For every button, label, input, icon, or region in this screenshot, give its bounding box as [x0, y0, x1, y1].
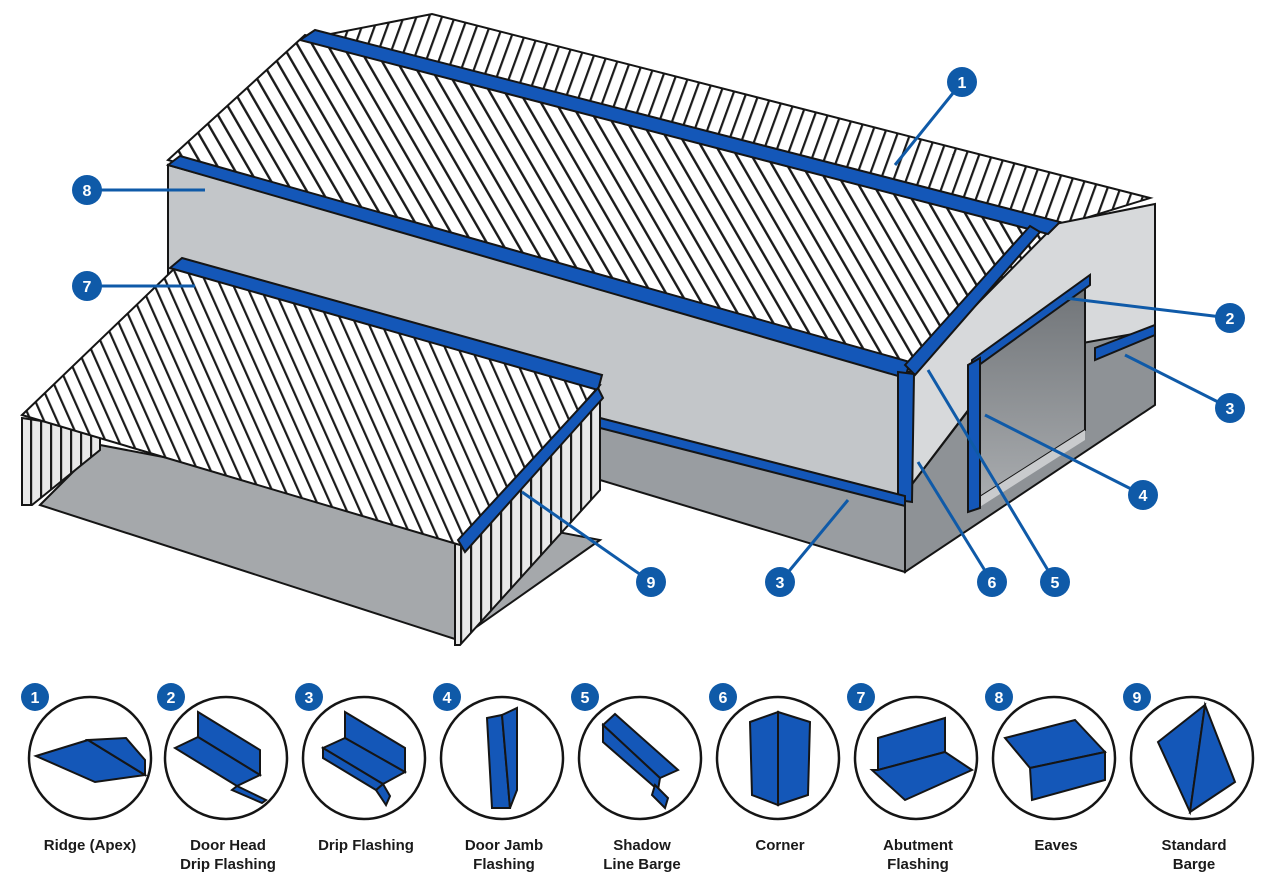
- door-jamb-flashing: [967, 356, 981, 514]
- callout-badge: 3: [1215, 393, 1245, 423]
- legend-label-standard-barge: Standard Barge: [1161, 837, 1227, 873]
- svg-text:7: 7: [857, 690, 866, 707]
- corner-flashing: [897, 370, 916, 504]
- legend-label-eaves: Eaves: [1034, 837, 1078, 854]
- callout-badge: 6: [977, 567, 1007, 597]
- legend-badge: 6: [709, 683, 737, 711]
- callout-badge: 1: [947, 67, 977, 97]
- legend-label-ridge-apex: Ridge (Apex): [43, 837, 137, 854]
- legend-badge: 5: [571, 683, 599, 711]
- legend-label-drip-flashing: Drip Flashing: [318, 837, 414, 854]
- eaves-icon: 8: [985, 683, 1117, 821]
- svg-text:2: 2: [167, 690, 176, 707]
- legend-badge: 3: [295, 683, 323, 711]
- shadow-line-barge-icon: 5: [571, 683, 703, 821]
- svg-text:8: 8: [83, 183, 92, 200]
- door-jamb-flashing-icon: 4: [433, 683, 565, 821]
- door-head-drip-flashing-icon: 2: [157, 683, 289, 821]
- legend-label-door-jamb-flashing: Door Jamb Flashing: [464, 837, 544, 873]
- svg-text:1: 1: [31, 690, 40, 707]
- callout-badge: 4: [1128, 480, 1158, 510]
- svg-text:3: 3: [776, 575, 785, 592]
- svg-text:8: 8: [995, 690, 1004, 707]
- legend-badge: 8: [985, 683, 1013, 711]
- legend-label-door-head-drip-flashing: Door Head Drip Flashing: [180, 837, 276, 873]
- callout-badge: 7: [72, 271, 102, 301]
- drip-flashing-icon: 3: [295, 683, 427, 821]
- svg-text:1: 1: [958, 75, 967, 92]
- door-floor: [975, 430, 1085, 510]
- standard-barge-icon: 9: [1123, 683, 1255, 821]
- legend-label-abutment-flashing: Abutment Flashing: [883, 837, 953, 873]
- svg-text:5: 5: [581, 690, 590, 707]
- gable-barge-flashing: [903, 224, 1042, 377]
- ridge-apex-icon: 1: [21, 683, 153, 821]
- legend-badge: 1: [21, 683, 49, 711]
- legend-icons: 1 2 3 4: [21, 683, 1255, 821]
- callout-leaders: [87, 81, 1231, 584]
- legend-label-corner: Corner: [755, 837, 805, 854]
- abutment-flashing-icon: 7: [847, 683, 979, 821]
- callout-badges: 1 2 3 3 4 5 6 7 8 9: [72, 67, 1245, 597]
- corner-icon: 6: [709, 683, 841, 821]
- standard-barge-flashing: [456, 386, 605, 554]
- svg-text:3: 3: [1226, 401, 1235, 418]
- callout-badge: 2: [1215, 303, 1245, 333]
- legend-label-shadow-line-barge: Shadow Line Barge: [603, 837, 681, 873]
- callout-badge: 8: [72, 175, 102, 205]
- svg-text:4: 4: [1139, 488, 1148, 505]
- legend-badge: 9: [1123, 683, 1151, 711]
- svg-text:5: 5: [1051, 575, 1060, 592]
- svg-text:7: 7: [83, 279, 92, 296]
- gable-drip-flashing: [1094, 323, 1156, 362]
- callout-badge: 9: [636, 567, 666, 597]
- svg-text:6: 6: [719, 690, 728, 707]
- svg-text:9: 9: [647, 575, 656, 592]
- legend-badge: 7: [847, 683, 875, 711]
- svg-text:3: 3: [305, 690, 314, 707]
- abutment-flashing: [167, 256, 604, 392]
- svg-text:6: 6: [988, 575, 997, 592]
- callout-badge: 3: [765, 567, 795, 597]
- svg-text:2: 2: [1226, 311, 1235, 328]
- annex-flashings: [167, 256, 605, 554]
- main-flashings: [165, 28, 1156, 514]
- svg-text:4: 4: [443, 690, 452, 707]
- svg-text:9: 9: [1133, 690, 1142, 707]
- legend-badge: 2: [157, 683, 185, 711]
- callout-badge: 5: [1040, 567, 1070, 597]
- ridge-flashing: [297, 28, 1062, 236]
- legend-badge: 4: [433, 683, 461, 711]
